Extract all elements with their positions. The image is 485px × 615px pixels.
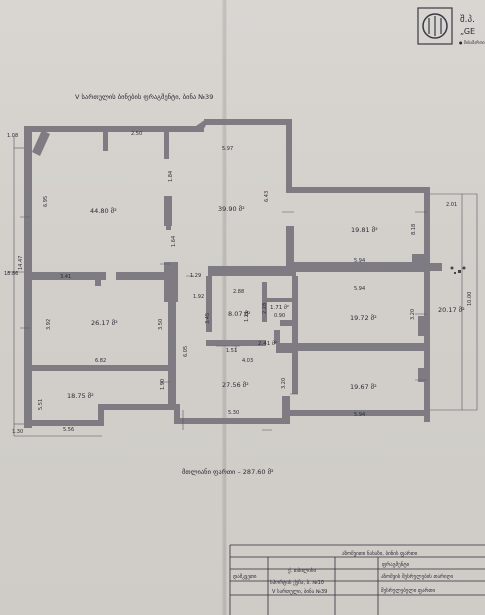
dimension-labels: 1.08 2.50 5.97 6.95 1.84 6.43 2.01 18.86… [4,131,473,435]
dim-label: 3.50 [158,319,164,330]
walls [24,119,442,428]
room-area: 20.17 მ² [438,306,465,314]
dim-label: 6.05 [183,346,189,357]
title-block-row1: ფრაგმენტი [382,561,410,568]
dim-label: 10.00 [467,292,473,306]
room-areas: 44.80 მ² 39.90 მ² 19.81 მ² 26.17 მ² 8.07… [67,205,465,400]
dim-label: 1.90 [160,379,166,390]
dim-label: 18.86 [4,271,18,277]
title-block-header: აზომვითი ნახაზი, ბინის ფართი [342,550,418,557]
dim-label: 1.08 [7,133,18,139]
dim-label: 4.03 [242,358,253,364]
dim-label: 14.47 [18,256,24,270]
logo-text: შ.პ. [460,14,475,25]
dim-label: 3.20 [281,378,287,389]
total-area: მთლიანი ფართი – 287.60 მ² [182,467,274,476]
dim-label: 6.43 [264,191,270,202]
dim-label: 3.45 [205,313,211,324]
dim-label: 8.18 [411,224,417,235]
room-area: 39.90 მ² [218,205,245,213]
room-area: 27.56 მ² [222,381,249,389]
room-area: 1.71 მ² [270,304,289,311]
room-area: 19.72 მ² [350,314,377,322]
room-area: 19.67 მ² [350,383,377,391]
address-line-1: სპორტის ქუჩა, ბ. №10 [270,579,324,586]
paper-fold [222,0,228,615]
dim-label: 5.56 [63,427,74,433]
dim-label: 1.30 [12,429,23,435]
dim-label: 1.84 [168,171,174,182]
room-area: 18.75 მ² [67,392,94,400]
company-name: „GE [460,27,475,36]
dim-label: 5.30 [228,410,239,416]
dim-label: 3.41 [60,274,71,280]
dim-label: 1.29 [190,273,201,279]
dim-label: 2.28 [262,303,268,314]
owner-name: ქ. თბილისი [288,567,316,574]
sheet-label-2: შესრულებული ფართი [381,587,436,594]
dim-label: 3.20 [410,309,416,320]
sheet-label: აზომვის შესრულების თარიღი [381,573,454,580]
title-block: აზომვითი ნახაზი, ბინის ფართი ფრაგმენტი დ… [229,544,485,615]
dim-label: 2.88 [233,289,244,295]
dim-label: 2.01 [446,202,457,208]
address-line-2: V სართული, ბინა №39 [272,588,327,595]
dim-label: 0.90 [274,313,285,319]
dim-label: 3.92 [46,319,52,330]
dim-label: 1.92 [193,294,204,300]
owner-label: დამკვეთი [233,573,257,580]
dim-label: 5.94 [354,286,365,292]
dim-label: 2.50 [131,131,142,137]
plan-title: V სართულის ბინების ფრაგმენტი, ბინა №39 [75,92,213,101]
dim-label: 1.64 [171,236,177,247]
dim-label: 1.21 [244,311,250,322]
dim-label: 1.51 [226,348,237,354]
room-area: 2.41 მ² [258,340,277,347]
dim-label: 5.51 [38,399,44,410]
dim-label: 5.94 [354,258,365,264]
opening-marks [20,211,466,431]
outer-boundary [8,136,478,437]
company-logo: შ.პ. „GE ● მისამართი [417,7,485,45]
company-subline: ● მისამართი [459,40,485,45]
dim-label: 6.95 [43,196,49,207]
room-area: 26.17 მ² [91,319,118,327]
dim-label: 6.82 [95,358,106,364]
dim-label: 5.94 [354,412,365,418]
room-area: 19.81 მ² [351,226,378,234]
dim-label: 5.97 [222,146,233,152]
room-area: 44.80 მ² [90,207,117,215]
room-area: 8.07 მ² [228,310,251,318]
